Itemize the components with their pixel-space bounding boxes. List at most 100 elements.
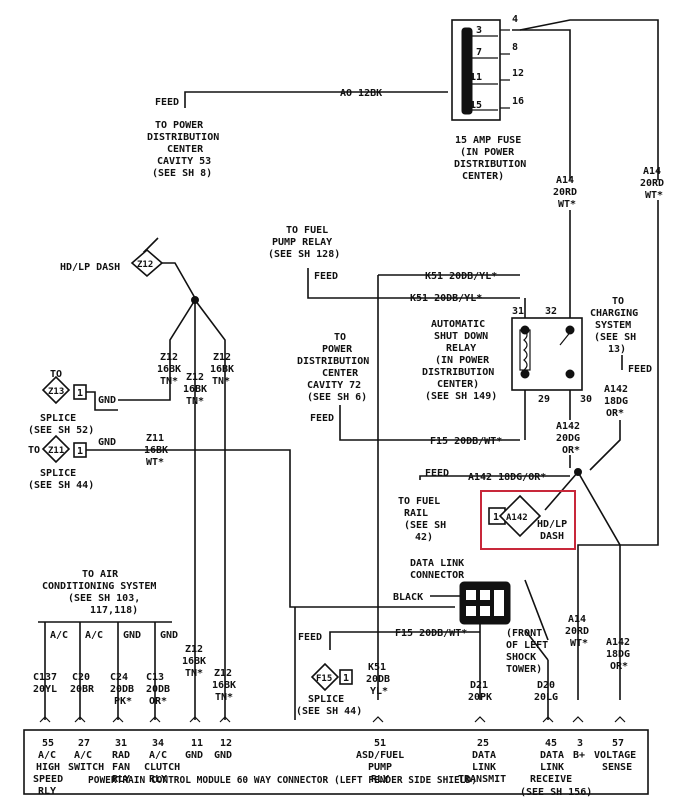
svg-text:16BK: 16BK bbox=[157, 364, 181, 375]
asd-relay-label: AUTOMATIC SHUT DOWN RELAY (IN POWER DIST… bbox=[422, 319, 497, 402]
z12-c-label: Z12 16BK TN* bbox=[210, 352, 234, 387]
svg-text:CONDITIONING SYSTEM: CONDITIONING SYSTEM bbox=[42, 581, 156, 592]
svg-text:A142: A142 bbox=[506, 513, 528, 523]
svg-text:A/C: A/C bbox=[74, 750, 92, 761]
svg-text:Z12: Z12 bbox=[214, 668, 232, 679]
feed-fuel-pump: FEED bbox=[314, 271, 338, 282]
svg-text:SPLICE: SPLICE bbox=[308, 694, 344, 705]
z12-b-label: Z12 16BK TN* bbox=[183, 372, 207, 407]
svg-text:SPEED: SPEED bbox=[33, 774, 63, 785]
svg-text:TO: TO bbox=[28, 445, 40, 456]
svg-text:SENSE: SENSE bbox=[602, 762, 632, 773]
svg-text:PUMP: PUMP bbox=[368, 762, 392, 773]
svg-text:TN*: TN* bbox=[186, 396, 204, 407]
svg-text:YL*: YL* bbox=[370, 686, 388, 697]
svg-text:HD/LP: HD/LP bbox=[537, 519, 567, 530]
svg-text:C24: C24 bbox=[110, 672, 128, 683]
svg-text:29: 29 bbox=[538, 394, 550, 405]
to-ac-system: TO AIR CONDITIONING SYSTEM (SEE SH 103, … bbox=[42, 569, 156, 616]
svg-text:51: 51 bbox=[374, 738, 386, 749]
svg-text:TN*: TN* bbox=[215, 692, 233, 703]
svg-text:Z13: Z13 bbox=[48, 387, 64, 397]
svg-text:A/C: A/C bbox=[149, 750, 167, 761]
svg-text:1: 1 bbox=[343, 673, 349, 684]
svg-text:RLY: RLY bbox=[38, 786, 56, 797]
svg-text:AUTOMATIC: AUTOMATIC bbox=[431, 319, 485, 330]
svg-text:A142: A142 bbox=[556, 421, 580, 432]
svg-text:LINK: LINK bbox=[472, 762, 496, 773]
feed-f15: FEED bbox=[298, 632, 322, 643]
svg-text:42): 42) bbox=[415, 532, 433, 543]
svg-text:32: 32 bbox=[545, 306, 557, 317]
svg-text:TRANSMIT: TRANSMIT bbox=[458, 774, 506, 785]
svg-text:TN*: TN* bbox=[212, 376, 230, 387]
fuel-pump-relay-ref: TO FUEL PUMP RELAY (SEE SH 128) bbox=[268, 225, 340, 260]
svg-text:(SEE SH 128): (SEE SH 128) bbox=[268, 249, 340, 260]
k51-mid-label: K51 20DB/YL* bbox=[410, 293, 482, 304]
svg-text:GND: GND bbox=[123, 630, 141, 641]
svg-text:ASD/FUEL: ASD/FUEL bbox=[356, 750, 404, 761]
svg-text:20BR: 20BR bbox=[70, 684, 95, 695]
svg-text:(SEE SH 8): (SEE SH 8) bbox=[152, 168, 212, 179]
svg-text:31: 31 bbox=[115, 738, 127, 749]
svg-text:DASH: DASH bbox=[540, 531, 564, 542]
svg-text:12: 12 bbox=[220, 738, 232, 749]
dlc-black: BLACK bbox=[393, 592, 423, 603]
fuse-pin-3: 3 bbox=[476, 25, 482, 36]
splice-z13: TO Z13 1 GND SPLICE (SEE SH 52) bbox=[28, 369, 116, 436]
svg-text:A/C: A/C bbox=[50, 630, 68, 641]
a142-relay-label: A142 20DG OR* bbox=[556, 421, 580, 456]
svg-text:27: 27 bbox=[78, 738, 90, 749]
a142-hdlp-dash-connector: 1 A142 HD/LP DASH bbox=[480, 490, 576, 550]
svg-text:RLY: RLY bbox=[149, 774, 167, 785]
svg-text:DATA LINK: DATA LINK bbox=[410, 558, 464, 569]
svg-text:SHUT DOWN: SHUT DOWN bbox=[434, 331, 488, 342]
svg-text:CENTER): CENTER) bbox=[462, 171, 504, 182]
z12-a-label: Z12 16BK TN* bbox=[157, 352, 181, 387]
svg-text:(SEE SH 44): (SEE SH 44) bbox=[28, 480, 94, 491]
feed-fuel-rail: FEED bbox=[425, 468, 449, 479]
hdlp-dash-top: HD/LP DASH bbox=[60, 262, 120, 273]
ac-switch-labels: A/C A/C GND GND bbox=[50, 630, 178, 641]
fuse-label: 15 AMP FUSE (IN POWER DISTRIBUTION CENTE… bbox=[454, 135, 526, 182]
svg-text:RAIL: RAIL bbox=[404, 508, 428, 519]
svg-text:16BK: 16BK bbox=[183, 384, 207, 395]
data-link-connector: DATA LINK CONNECTOR BLACK (FRONT OF LEFT… bbox=[393, 558, 548, 675]
highlight-box bbox=[480, 490, 576, 550]
svg-text:OR*: OR* bbox=[149, 696, 167, 707]
svg-text:RLY: RLY bbox=[371, 774, 389, 785]
svg-text:(SEE SH: (SEE SH bbox=[594, 332, 636, 343]
svg-text:(SEE SH 149): (SEE SH 149) bbox=[425, 391, 497, 402]
svg-text:1: 1 bbox=[77, 446, 83, 457]
svg-text:117,118): 117,118) bbox=[90, 605, 138, 616]
svg-text:20DG: 20DG bbox=[556, 433, 580, 444]
to-pdc-cavity53: TO POWER DISTRIBUTION CENTER CAVITY 53 (… bbox=[147, 120, 219, 179]
svg-text:Z12: Z12 bbox=[185, 644, 203, 655]
svg-text:A/C: A/C bbox=[85, 630, 103, 641]
svg-text:VOLTAGE: VOLTAGE bbox=[594, 750, 636, 761]
svg-text:A14: A14 bbox=[556, 175, 574, 186]
svg-text:GND: GND bbox=[185, 750, 203, 761]
svg-text:DISTRIBUTION: DISTRIBUTION bbox=[297, 356, 369, 367]
svg-text:11: 11 bbox=[191, 738, 203, 749]
svg-text:20DB: 20DB bbox=[366, 674, 390, 685]
svg-text:CAVITY 53: CAVITY 53 bbox=[157, 156, 211, 167]
svg-text:DATA: DATA bbox=[472, 750, 496, 761]
bottom-wire-labels: C137 20YL C20 20BR C24 20DB PK* C13 20DB… bbox=[33, 644, 558, 707]
svg-text:A14: A14 bbox=[643, 166, 661, 177]
splice-f15: F15 1 SPLICE (SEE SH 44) bbox=[296, 662, 362, 717]
svg-text:1: 1 bbox=[77, 388, 83, 399]
svg-text:C13: C13 bbox=[146, 672, 164, 683]
svg-text:TOWER): TOWER) bbox=[506, 664, 542, 675]
z12-label: Z12 bbox=[137, 260, 153, 270]
to-charging-system: TO CHARGING SYSTEM (SEE SH 13) bbox=[590, 296, 638, 355]
svg-text:20RD: 20RD bbox=[553, 187, 577, 198]
svg-text:Z12: Z12 bbox=[160, 352, 178, 363]
